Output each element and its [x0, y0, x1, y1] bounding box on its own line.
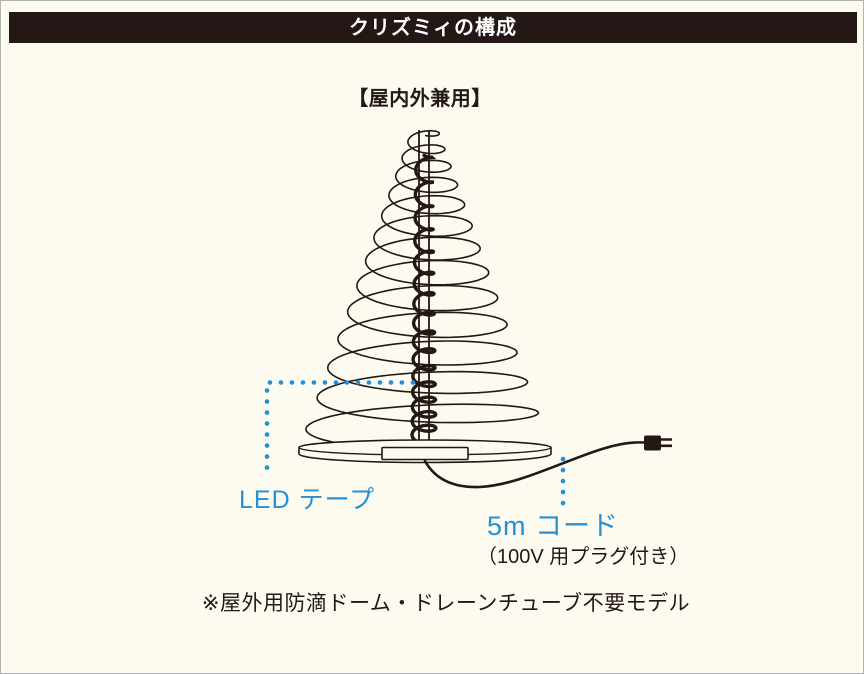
power-plug: [644, 435, 672, 451]
tree-base: [298, 439, 552, 464]
power-cord: [423, 441, 646, 489]
outdoor-model-footnote: ※屋外用防滴ドーム・ドレーンチューブ不要モデル: [201, 592, 691, 615]
spiral-tree: [305, 129, 540, 453]
page-title: クリズミィの構成: [349, 16, 517, 39]
cord-plug-note: （100V 用プラグ付き）: [477, 546, 690, 568]
led-tape-coil: [410, 153, 438, 446]
cord-label: 5m コード: [487, 511, 620, 541]
base-compartment: [381, 446, 469, 461]
header-bar: クリズミィの構成: [9, 12, 857, 43]
indoor-outdoor-subtitle: 【屋内外兼用】: [348, 88, 492, 110]
plug-prongs: [661, 438, 672, 448]
led-tape-label: LED テープ: [239, 486, 376, 514]
